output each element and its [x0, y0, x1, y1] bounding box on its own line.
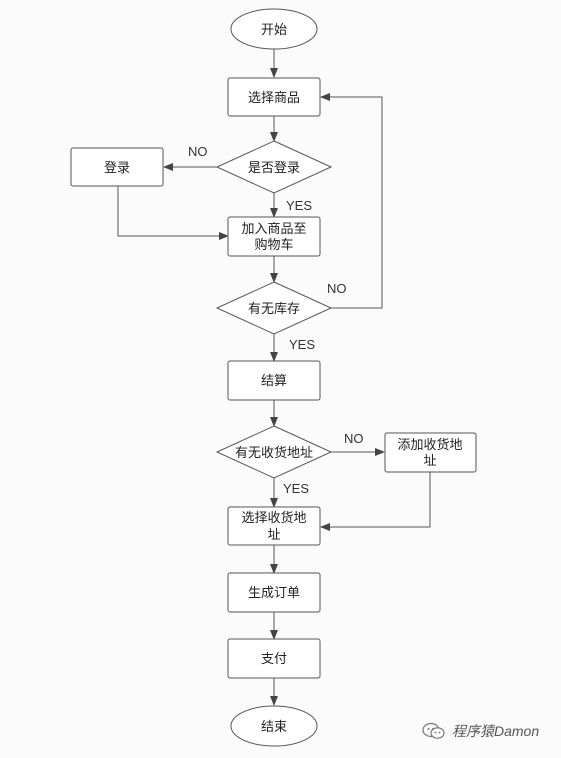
select-address-label-line2: 址	[267, 528, 280, 543]
has-address-label: 有无收货地址	[235, 445, 313, 461]
watermark-text: 程序猿Damon	[452, 723, 540, 739]
wechat-logo-icon	[422, 722, 446, 740]
checkout-box	[227, 360, 321, 401]
has-stock-decision	[215, 281, 333, 335]
select-address-label-line1: 选择收货地	[241, 510, 306, 526]
edge-has-stock-no-to-select-goods	[320, 93, 383, 309]
edge-login-to-add-to-cart	[117, 186, 229, 240]
is-logged-in-decision	[215, 140, 333, 194]
login-box	[70, 147, 164, 187]
edges	[117, 49, 431, 706]
watermark: 程序猿Damon	[422, 721, 539, 741]
add-address-label-line1: 添加收货地	[397, 437, 462, 453]
select-goods-label: 选择商品	[248, 91, 300, 106]
add-to-cart-label-line1: 加入商品至	[241, 222, 306, 237]
pay-box	[227, 638, 321, 679]
stock-no-label: NO	[327, 281, 347, 296]
end-terminal	[230, 705, 318, 747]
is-logged-in-label: 是否登录	[248, 161, 300, 176]
checkout-label: 结算	[261, 374, 287, 389]
start-label: 开始	[261, 23, 287, 38]
address-no-label: NO	[344, 431, 364, 446]
add-address-box	[384, 432, 477, 473]
create-order-label: 生成订单	[248, 586, 300, 601]
add-address-label-line2: 址	[423, 454, 436, 469]
create-order-box	[227, 572, 321, 613]
add-to-cart-label-line2: 购物车	[254, 237, 293, 253]
select-address-box	[227, 506, 321, 546]
has-address-decision	[215, 425, 333, 479]
login-yes-label: YES	[286, 198, 312, 213]
pay-label: 支付	[261, 652, 287, 667]
login-label: 登录	[104, 161, 130, 176]
address-yes-label: YES	[283, 481, 309, 496]
has-stock-label: 有无库存	[248, 301, 300, 317]
select-goods-box	[227, 77, 321, 117]
add-to-cart-box	[227, 216, 321, 257]
end-label: 结束	[261, 720, 287, 735]
edge-add-address-to-select-address	[320, 472, 431, 531]
stock-yes-label: YES	[289, 337, 315, 352]
start-terminal	[230, 8, 318, 50]
login-no-label: NO	[188, 144, 208, 159]
